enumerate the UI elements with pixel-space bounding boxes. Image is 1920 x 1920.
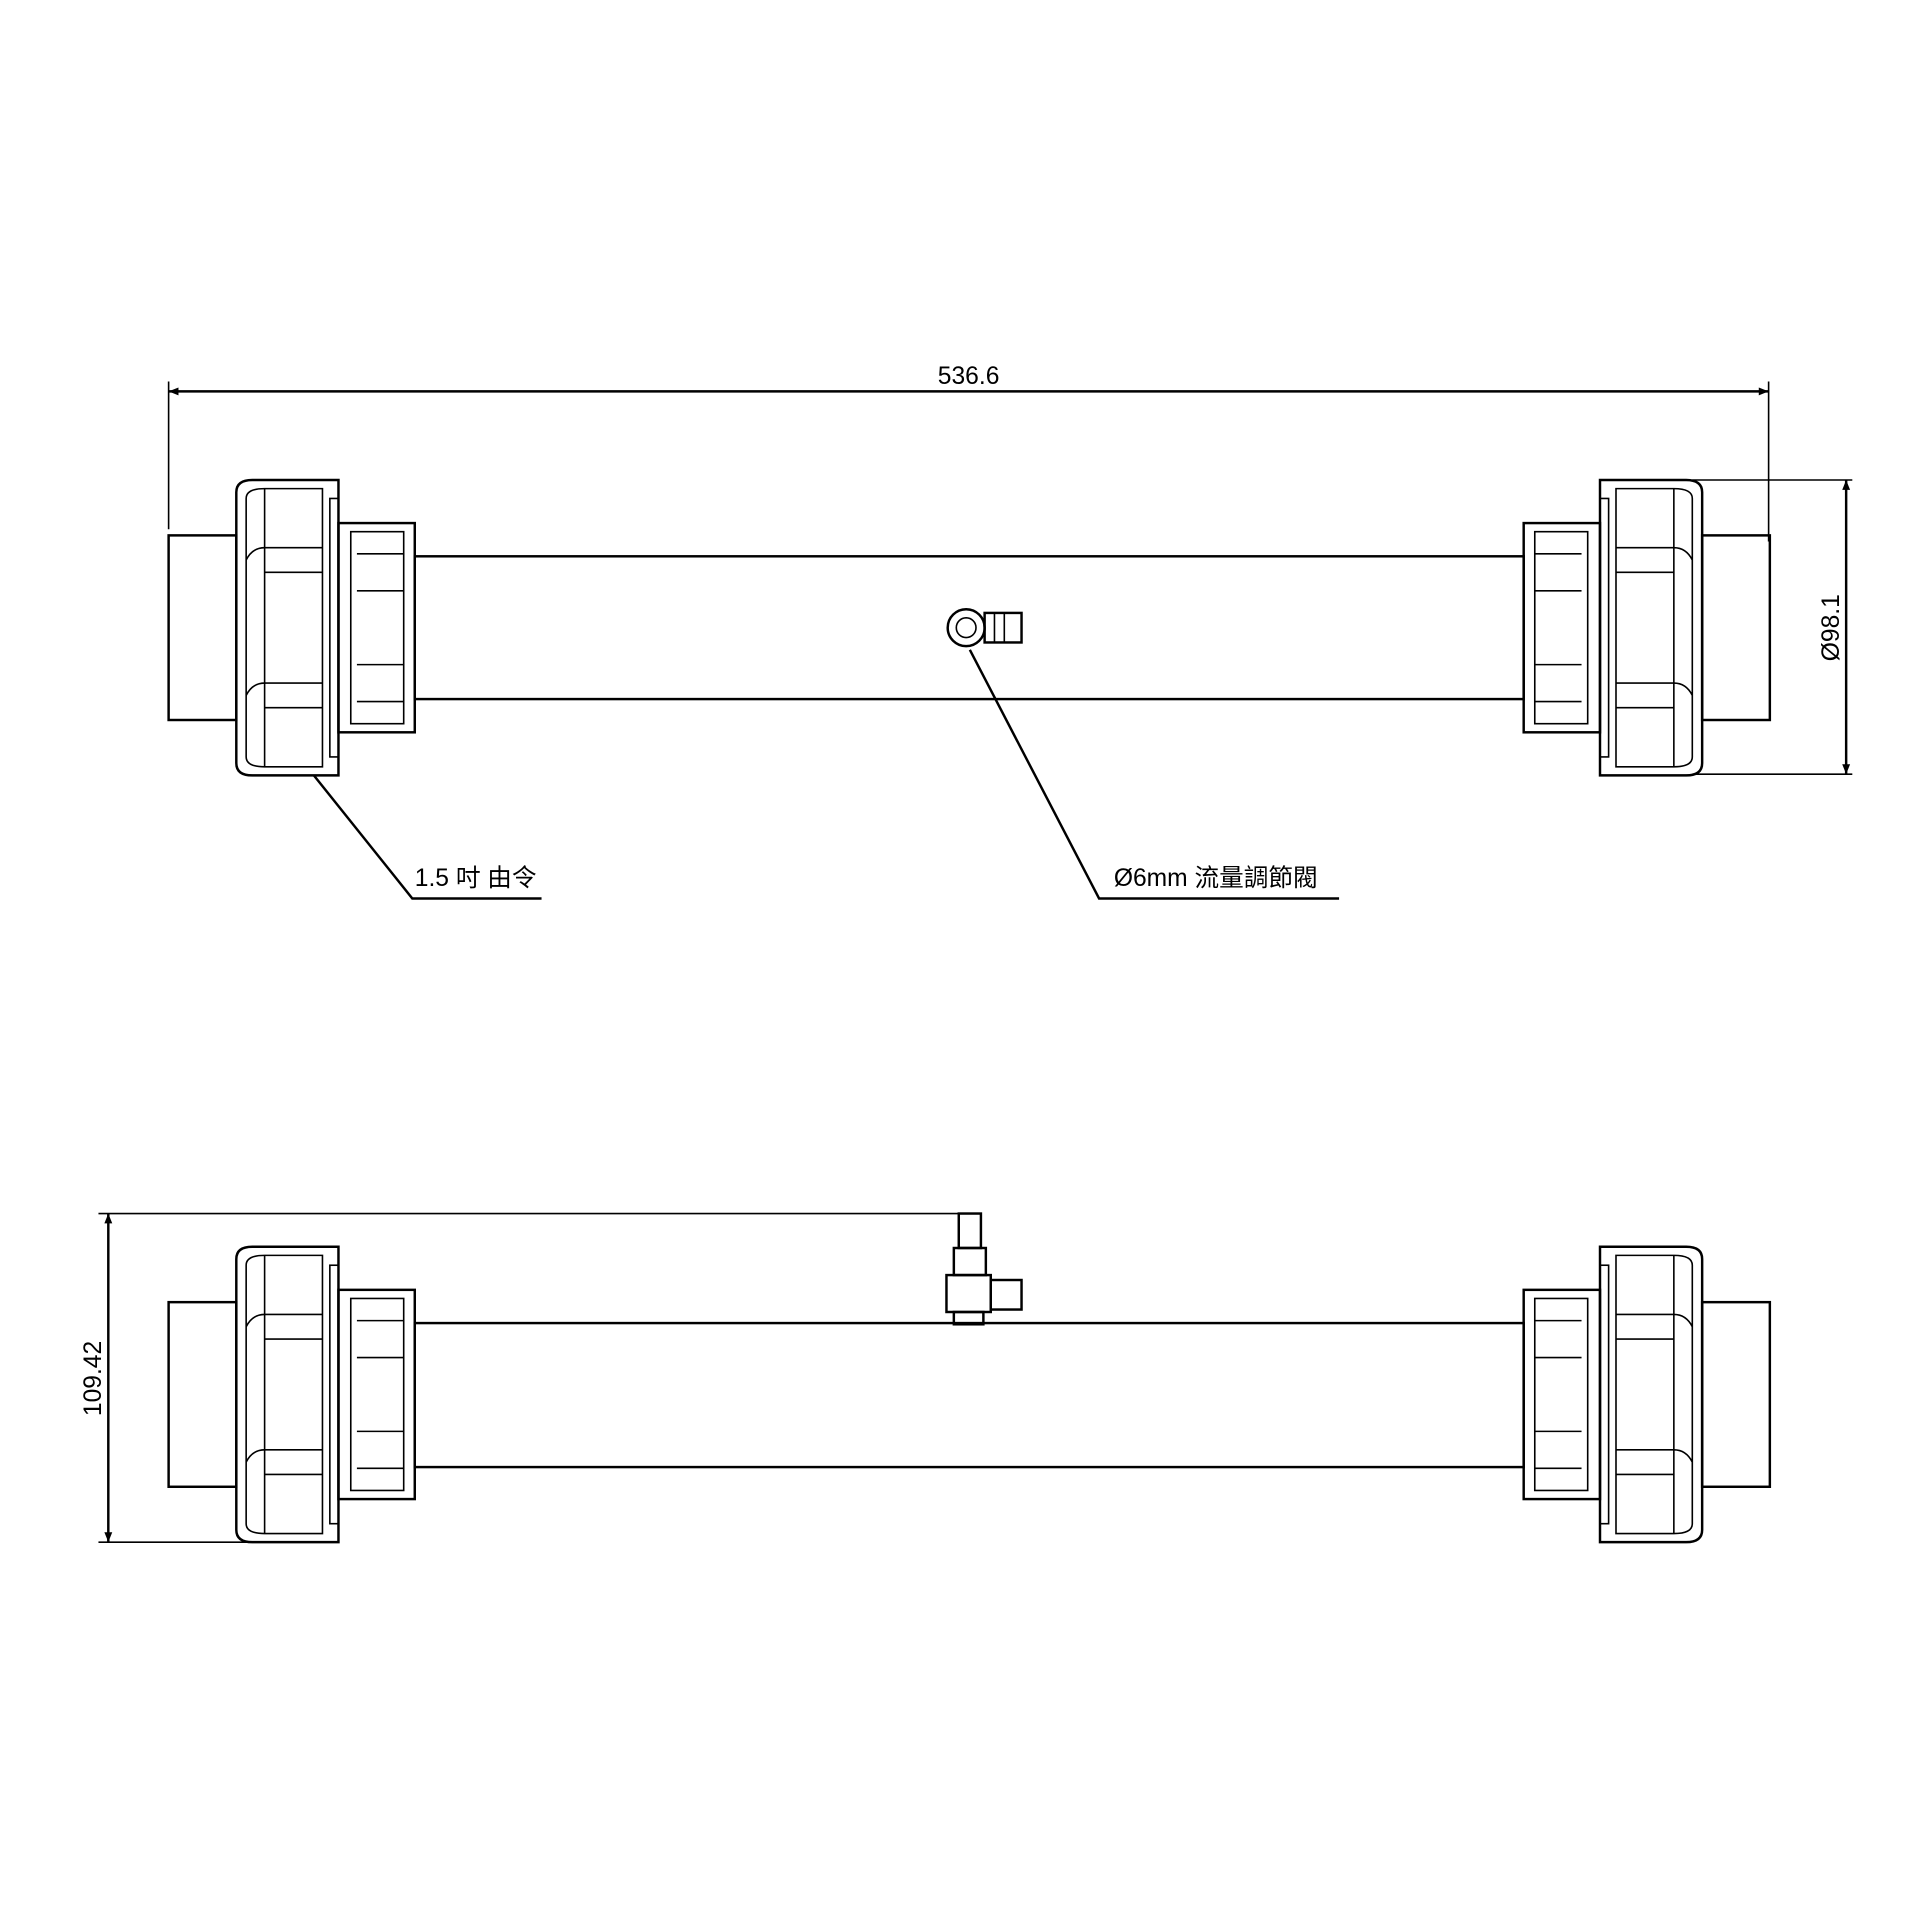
- top-view: 536.6 Ø98.1 1.5 吋 由令 Ø6mm 流量調節閥: [167, 363, 1853, 900]
- flow-valve-top: [946, 608, 1023, 648]
- union-leader: [312, 774, 542, 900]
- union-callout: 1.5 吋 由令: [415, 864, 537, 892]
- pipe-body: [413, 555, 1525, 701]
- diameter-dimension: Ø98.1: [1818, 594, 1845, 661]
- pipe-body-side: [413, 1321, 1525, 1469]
- valve-leader: [968, 649, 1340, 900]
- height-dimension: 109.42: [80, 1341, 107, 1416]
- right-union-fitting-side: [1522, 1245, 1772, 1544]
- valve-callout: Ø6mm 流量調節閥: [1114, 864, 1318, 892]
- flow-valve-side: [945, 1212, 1023, 1326]
- side-view: 109.42: [80, 1212, 1772, 1544]
- left-union-fitting-side: [167, 1245, 416, 1544]
- length-dimension: 536.6: [938, 363, 1000, 390]
- left-union-fitting: [167, 478, 416, 777]
- right-union-fitting: [1522, 478, 1772, 777]
